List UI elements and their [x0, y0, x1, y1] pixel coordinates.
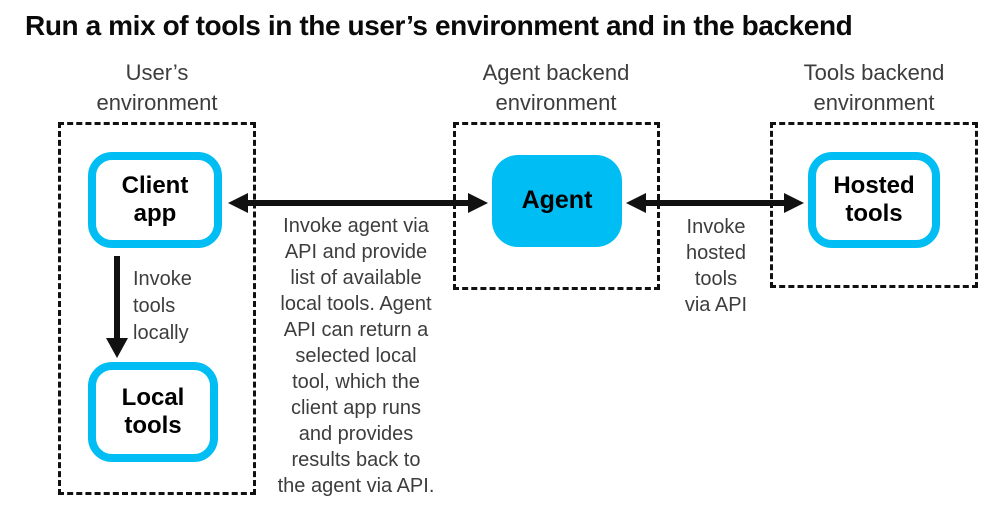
arrow-shaft: [646, 200, 784, 206]
user-environment-header: User’s environment: [96, 60, 218, 116]
invoke-hosted-tools-caption: Invoke hosted tools via API: [684, 216, 748, 316]
page-title: Run a mix of tools in the user’s environ…: [25, 10, 853, 41]
invoke-tools-locally-caption: Invoke tools locally: [133, 268, 192, 344]
local-tools-node: Local tools: [88, 362, 218, 462]
agent-node: Agent: [492, 155, 622, 247]
arrow-head-right-icon: [784, 193, 804, 213]
agent-hosted-double-arrow: [626, 193, 804, 213]
client-local-down-arrow: [106, 256, 128, 358]
arrow-head-left-icon: [228, 193, 248, 213]
client-app-node: Client app: [88, 152, 222, 248]
arrow-shaft: [114, 256, 120, 338]
tools-backend-environment-header: Tools backend environment: [803, 60, 945, 116]
client-agent-arrow-caption: Invoke agent via API and provide list of…: [277, 215, 435, 497]
user-environment-box: [58, 122, 256, 495]
agent-backend-environment-box: [453, 122, 660, 290]
agent-backend-environment-header: Agent backend environment: [482, 60, 630, 116]
client-agent-double-arrow: [228, 193, 488, 213]
arrow-head-down-icon: [106, 338, 128, 358]
arrow-head-left-icon: [626, 193, 646, 213]
arrow-head-right-icon: [468, 193, 488, 213]
hosted-tools-node: Hosted tools: [808, 152, 940, 248]
arrow-shaft: [248, 200, 468, 206]
